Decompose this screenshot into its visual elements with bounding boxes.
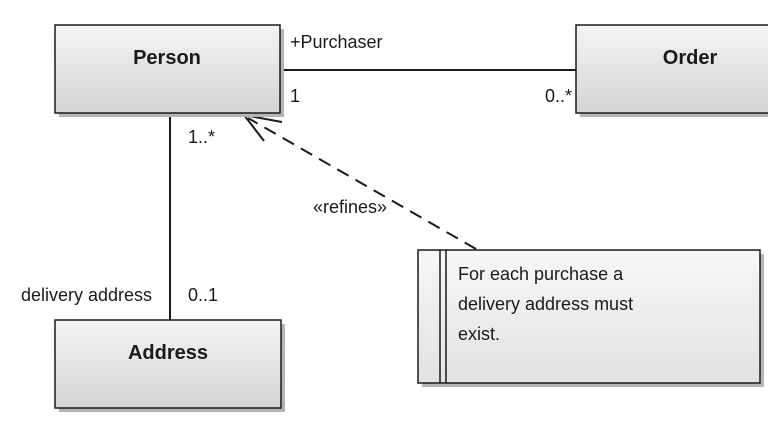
class-person-name: Person bbox=[133, 47, 201, 69]
role-purchaser: +Purchaser bbox=[290, 32, 383, 52]
class-person[interactable]: Person bbox=[54, 24, 284, 117]
class-order-name: Order bbox=[663, 47, 718, 69]
multiplicity-address: 0..1 bbox=[188, 285, 218, 305]
note-box[interactable] bbox=[417, 249, 761, 384]
multiplicity-person-address: 1..* bbox=[188, 127, 215, 147]
note-line-2: delivery address must bbox=[458, 294, 633, 314]
dependency-refines-line[interactable] bbox=[247, 117, 477, 250]
class-order-box[interactable] bbox=[575, 24, 768, 114]
note-line-1: For each purchase a bbox=[458, 264, 624, 284]
multiplicity-order: 0..* bbox=[545, 86, 572, 106]
note-line-3: exist. bbox=[458, 324, 500, 344]
role-delivery-address: delivery address bbox=[21, 285, 152, 305]
note[interactable]: For each purchase a delivery address mus… bbox=[417, 249, 764, 387]
multiplicity-person-order: 1 bbox=[290, 86, 300, 106]
class-order[interactable]: Order bbox=[575, 24, 768, 117]
class-person-box[interactable] bbox=[54, 24, 281, 114]
class-address-box[interactable] bbox=[54, 319, 282, 409]
class-address[interactable]: Address bbox=[54, 319, 285, 412]
stereotype-refines: «refines» bbox=[313, 197, 387, 217]
class-address-name: Address bbox=[128, 342, 208, 364]
